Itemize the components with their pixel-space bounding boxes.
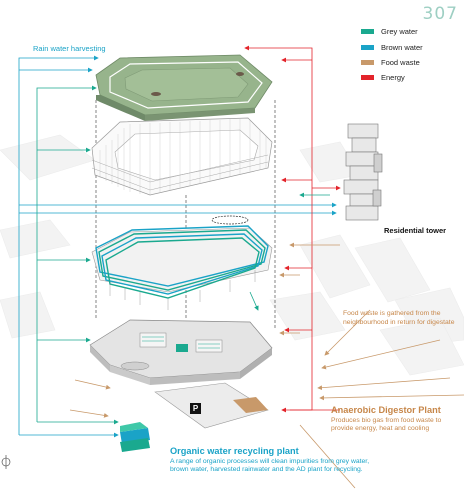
organic-plant-title: Organic water recycling plant (170, 446, 299, 456)
legend-label: Grey water (381, 27, 418, 36)
legend-swatch (361, 45, 374, 50)
compass-icon (1, 455, 11, 469)
ground-level (89, 319, 273, 385)
parking-sign: P (190, 403, 201, 414)
legend-swatch (361, 60, 374, 65)
legend-label: Energy (381, 73, 405, 82)
organic-plant-description: A range of organic processes will clean … (170, 458, 370, 474)
food-waste-note: Food waste is gathered from the neighbou… (343, 310, 455, 326)
rain-water-label: Rain water harvesting (33, 44, 106, 53)
basement-level (120, 382, 269, 452)
anaerobic-plant-description: Produces bio gas from food waste to prov… (331, 417, 442, 433)
anaerobic-plant-title: Anaerobic Digestor Plant (331, 405, 441, 415)
facade-level (91, 117, 273, 196)
legend-swatch (361, 29, 374, 34)
water-pipes-level (91, 215, 273, 310)
green-roof (95, 54, 273, 121)
legend-swatch (361, 75, 374, 80)
water-tanks (120, 422, 150, 452)
residential-tower-drawing (343, 123, 383, 221)
page-number: 307 (422, 4, 458, 24)
residential-tower-label: Residential tower (384, 226, 447, 235)
flow-lines (18, 45, 464, 489)
legend-label: Brown water (381, 43, 423, 52)
legend-label: Food waste (381, 58, 420, 67)
